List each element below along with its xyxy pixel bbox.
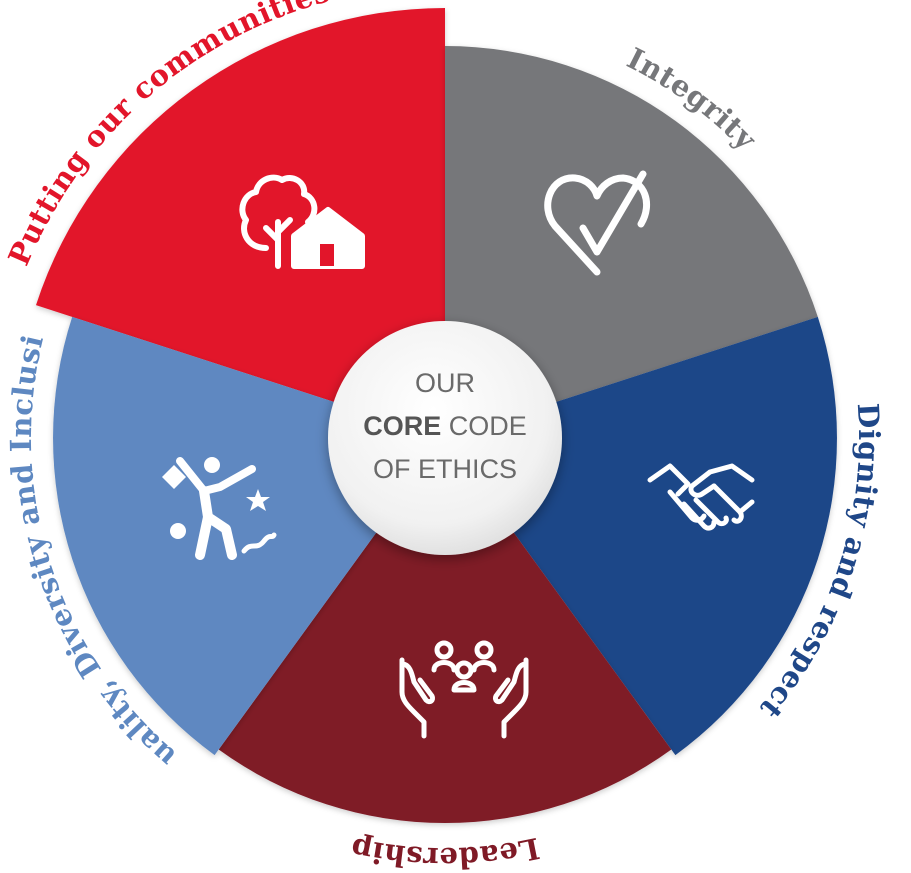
hub-line-of-ethics: OF ETHICS: [373, 454, 517, 484]
hub-line-our: OUR: [415, 368, 475, 398]
hands-holding-people-icon: [399, 640, 529, 739]
tree-and-house-icon: [239, 174, 365, 269]
segment-leadership: [218, 438, 672, 824]
dancing-person-shapes-icon: [162, 457, 277, 560]
segment-integrity: [445, 46, 818, 438]
handshake-icon: [647, 463, 755, 531]
center-hub: OUR CORE CODE OF ETHICS: [328, 321, 562, 555]
segment-putting-communities-first: [36, 7, 445, 438]
heart-check-icon: [544, 170, 651, 276]
hub-line-core-code: CORE CODE: [363, 411, 527, 441]
label-leadership: Leadership: [348, 831, 543, 873]
